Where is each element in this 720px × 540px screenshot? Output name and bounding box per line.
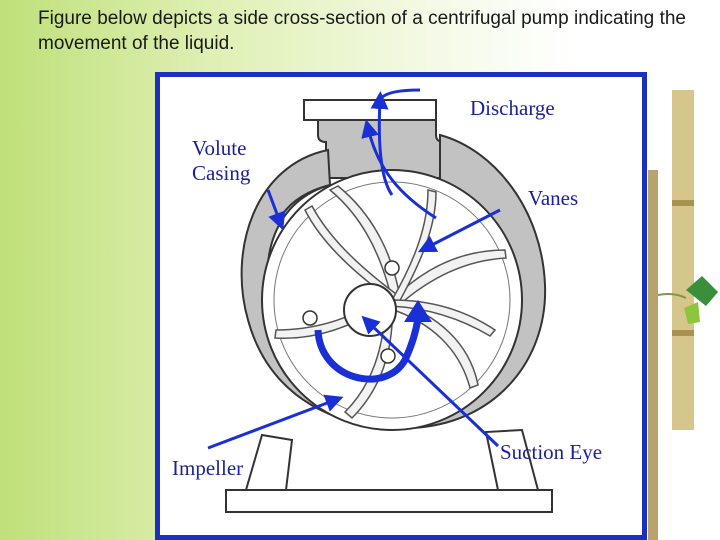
pump-base [225, 428, 553, 513]
suction-flow-arrow [314, 317, 422, 383]
impeller-vanes [274, 185, 507, 420]
label-vanes: Vanes [528, 186, 579, 210]
label-impeller: Impeller [172, 456, 244, 480]
label-suction-eye: Suction Eye [500, 440, 603, 464]
bamboo-decoration-icon [648, 90, 718, 540]
volute-leader [266, 189, 286, 231]
impeller-leader [207, 394, 344, 450]
suction-eye-leader [361, 315, 500, 448]
impeller-eye [343, 283, 397, 337]
discharge-flow-arrow [361, 119, 437, 220]
exit-flow-arrow [370, 91, 394, 196]
vanes-leader [417, 208, 501, 253]
label-volute-casing: Volute Casing [192, 136, 251, 185]
slide-caption: Figure below depicts a side cross-sectio… [38, 8, 686, 54]
label-discharge: Discharge [470, 96, 555, 120]
